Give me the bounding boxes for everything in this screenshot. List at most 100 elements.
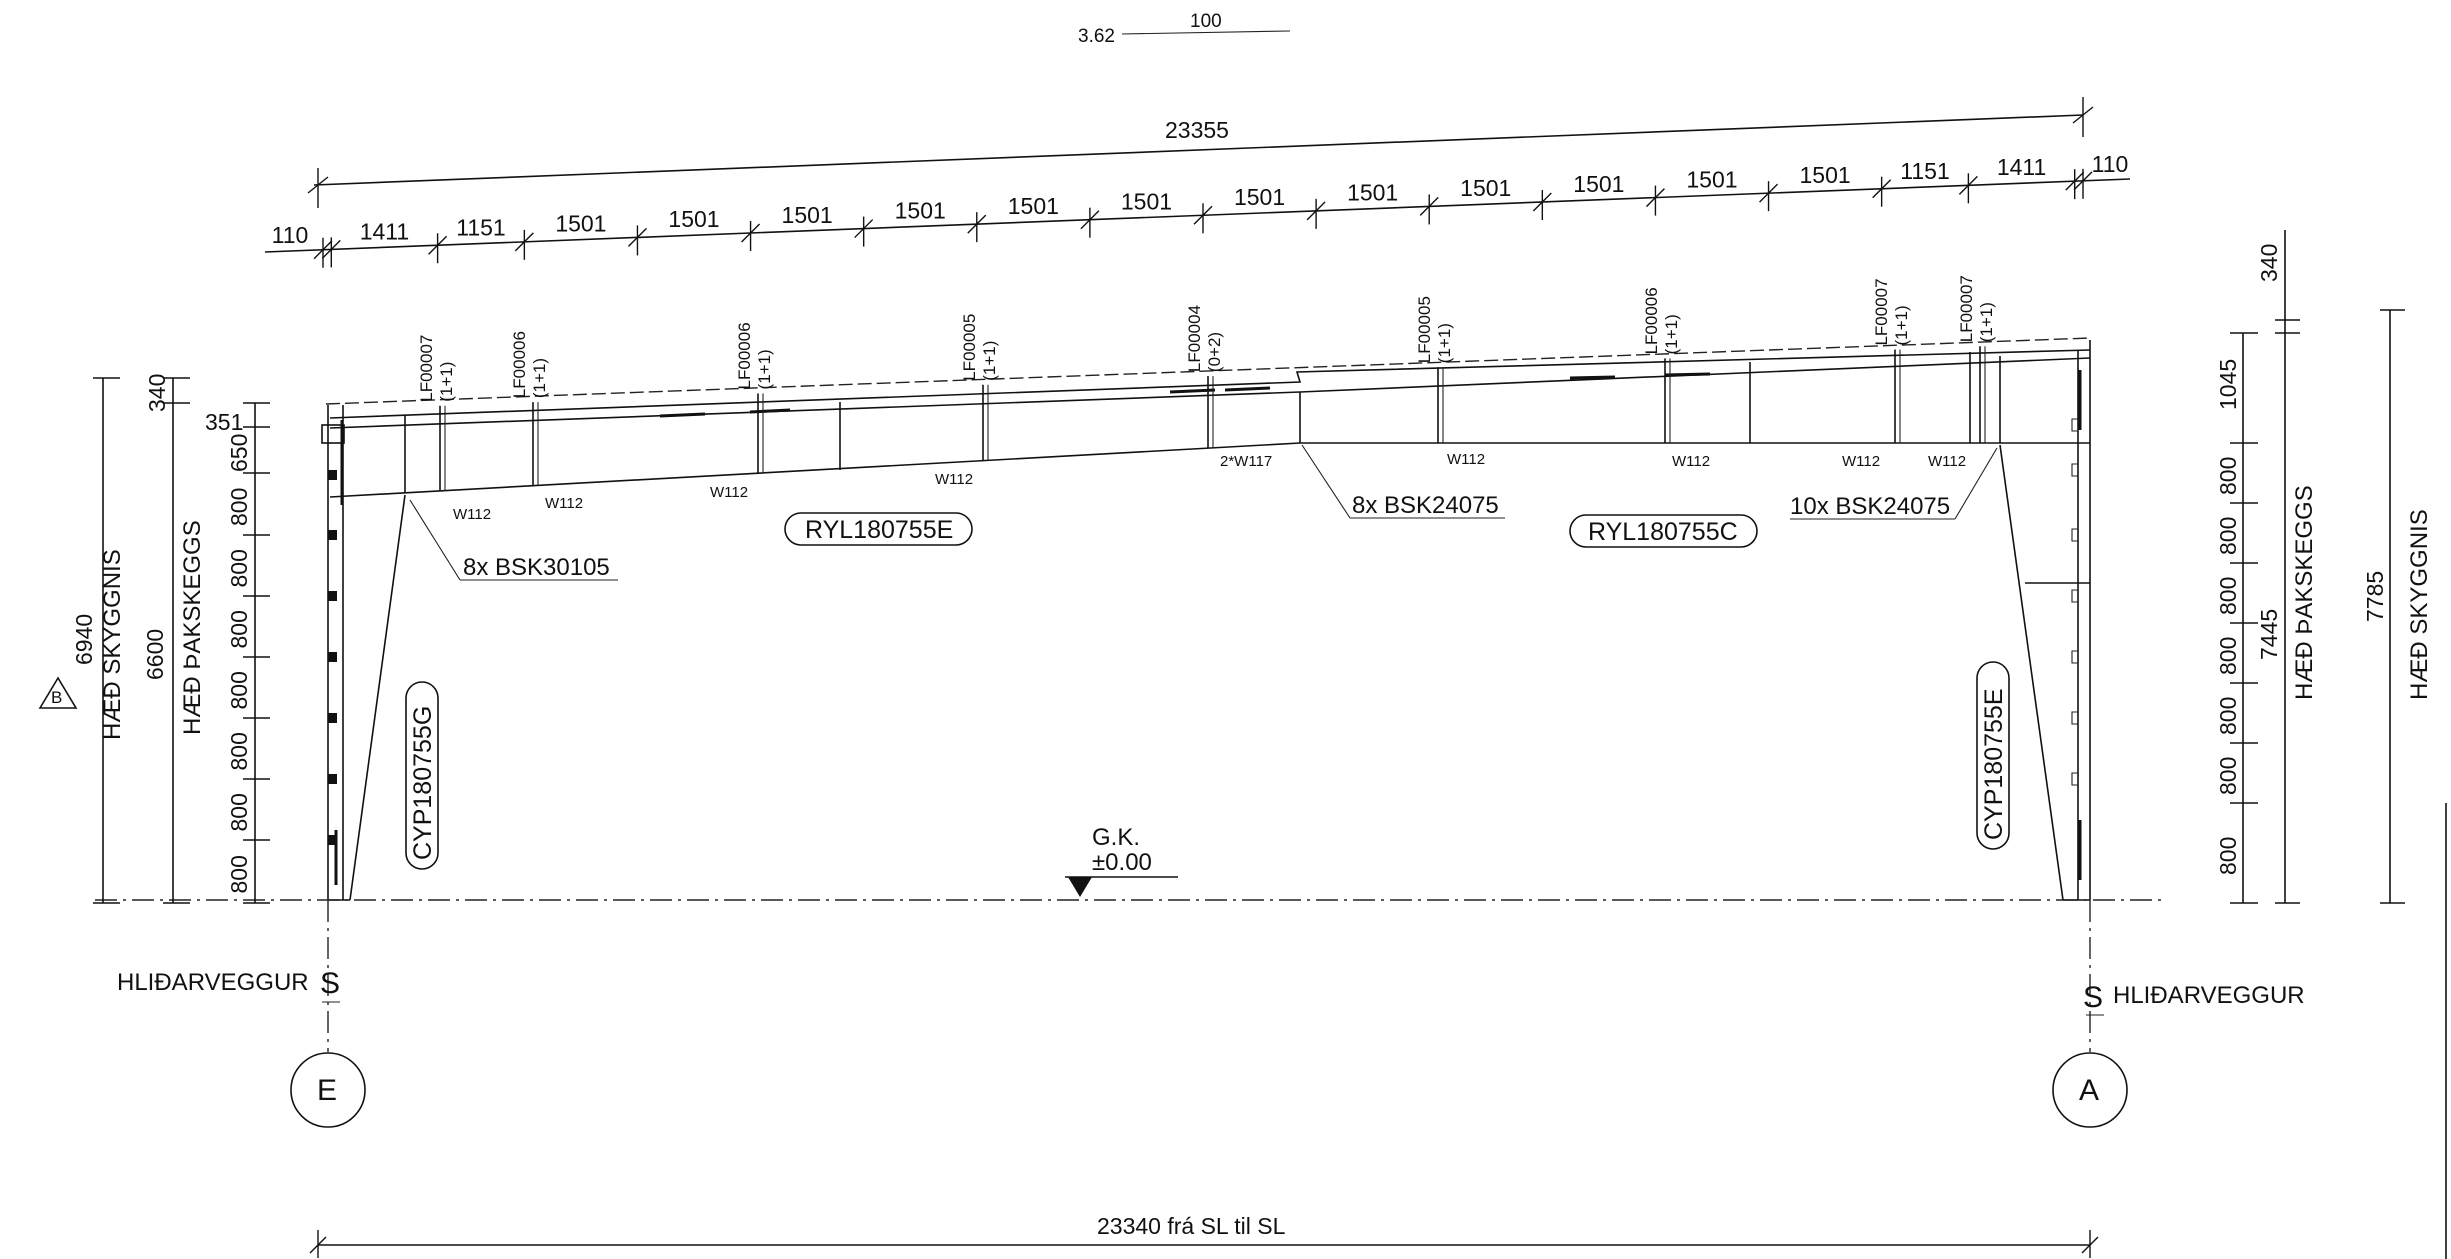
rafter-left-label: RYL180755E [805, 516, 953, 544]
bolt-middle-label: 8x BSK24075 [1352, 492, 1499, 519]
right-chain-value: 800 [2215, 697, 2241, 735]
weld-label: W112 [453, 506, 491, 523]
girt-clip [2071, 772, 2078, 786]
left-skyggnis-label: HÆÐ SKYGGNIS [99, 549, 126, 740]
girt-clip [328, 652, 337, 662]
top-chain-value: 1501 [1573, 171, 1624, 197]
top-chain-value: 1501 [895, 197, 946, 223]
top-chain-value: 1501 [1234, 184, 1285, 210]
girt-clip [328, 591, 337, 601]
right-chain-value: 800 [2215, 517, 2241, 555]
girt-clip [2071, 711, 2078, 725]
rafter-right-label: RYL180755C [1588, 518, 1738, 546]
weld-label: W112 [1672, 453, 1710, 470]
left-chain-value: 351 [205, 409, 243, 435]
right-height-dimensions: 340 7445 HÆÐ ÞAKSKEGGS 7785 HÆÐ SKYGGNIS [2256, 230, 2433, 904]
right-chain-value: 800 [2215, 457, 2241, 495]
top-chain-value: 1501 [1460, 175, 1511, 201]
gridline-right-label: A [2079, 1074, 2099, 1107]
member-mark-column-left: CYP180755G [405, 681, 439, 870]
scale-note-right: 100 [1190, 11, 1222, 32]
member-mark-column-right: CYP180755E [1976, 661, 2010, 850]
bolt-left-label: 8x BSK30105 [463, 554, 610, 581]
gridline-right: A S HLIÐARVEGGUR [2052, 900, 2305, 1128]
ground-level: ±0.00 [1092, 849, 1152, 876]
girt-clip [2071, 528, 2078, 542]
gridline-left: E HLIÐARVEGGUR S [117, 900, 366, 1128]
top-chain-value: 1501 [555, 211, 606, 237]
top-chain-value: 110 [272, 222, 309, 248]
purlin-code: LF00007 [1957, 275, 1976, 342]
purlin-qty: (1+1) [1435, 323, 1454, 363]
top-chain-value: 1411 [360, 218, 409, 244]
girt-clip [328, 835, 337, 845]
purlin-qty: (0+2) [1205, 332, 1224, 372]
left-skyggnis-value: 6940 [71, 614, 97, 665]
weld-label: W112 [710, 484, 748, 501]
weld-label: W112 [935, 471, 973, 488]
bolt-callout-middle: 8x BSK24075 [1301, 444, 1505, 519]
purlin-qty: (1+1) [1892, 305, 1911, 345]
right-top-value: 340 [2256, 244, 2282, 282]
left-chain-value: 800 [226, 793, 252, 831]
member-mark-rafter-right: RYL180755C [1569, 514, 1758, 548]
right-column [1999, 340, 2091, 901]
right-chain-value: 800 [2215, 637, 2241, 675]
purlin-group: LF00007(1+1)LF00006(1+1)LF00006(1+1)LF00… [417, 275, 1996, 491]
right-chain-value: 800 [2215, 757, 2241, 795]
left-chain-value: 650 [226, 434, 252, 472]
span-dimension: 23340 frá SL til SL [309, 1213, 2099, 1258]
top-chain-value: 1501 [1008, 193, 1059, 219]
bolt-callout-left: 8x BSK30105 [409, 499, 618, 581]
scale-note: 3.62 100 [1078, 11, 1291, 47]
top-chain-value: 1501 [1347, 180, 1398, 206]
sl-right-icon: S [2083, 981, 2103, 1014]
overall-dimension: 23355 [307, 97, 2094, 208]
left-chain-value: 800 [226, 610, 252, 648]
ground-label: G.K. [1092, 824, 1140, 851]
purlin-code: LF00004 [1185, 305, 1204, 372]
top-chain-value: 1411 [1997, 154, 2046, 180]
wall-left-label: HLIÐARVEGGUR [117, 969, 309, 996]
purlin-code: LF00007 [417, 335, 436, 402]
top-chain-value: 1151 [1900, 158, 1949, 184]
right-skyggnis-value: 7785 [2362, 571, 2388, 622]
sl-left-icon: S [320, 967, 340, 1000]
girt-clip [2071, 650, 2078, 664]
weld-label: W112 [1928, 453, 1966, 470]
left-thakskeggs-label: HÆÐ ÞAKSKEGGS [179, 520, 206, 735]
right-chain-value: 1045 [2215, 359, 2241, 410]
top-chain-value: 1501 [1121, 188, 1172, 214]
wall-right-label: HLIÐARVEGGUR [2113, 982, 2305, 1009]
purlin-code: LF00006 [510, 331, 529, 398]
top-chain-value: 1501 [668, 206, 719, 232]
girt-clip [328, 530, 337, 540]
top-chain-value: 1501 [782, 202, 833, 228]
weld-label: W112 [545, 495, 583, 512]
left-thakskeggs-value: 6600 [142, 629, 168, 680]
weld-label: 2*W117 [1220, 453, 1272, 470]
left-height-dimensions: 6940 HÆÐ SKYGGNIS B 340 6600 HÆÐ ÞAKSKEG… [38, 374, 206, 904]
right-chain-value: 800 [2215, 837, 2241, 875]
purlin-qty: (1+1) [980, 341, 999, 381]
girt-clip [328, 774, 337, 784]
right-chain-value: 800 [2215, 577, 2241, 615]
purlin-qty: (1+1) [1977, 302, 1996, 342]
roof-eave-line [325, 337, 2091, 405]
weld-label: W112 [1842, 453, 1880, 470]
girt-clip [328, 713, 337, 723]
bolt-right-label: 10x BSK24075 [1790, 493, 1950, 520]
rafter [329, 349, 2091, 498]
left-girts [328, 470, 337, 845]
purlin-code: LF00005 [960, 314, 979, 381]
right-dimension-chain: 1045 800 800 800 800 800 800 800 [2215, 332, 2258, 904]
top-chain-value: 110 [2092, 151, 2129, 177]
gridline-left-label: E [317, 1074, 337, 1107]
overall-dimension-value: 23355 [1165, 117, 1229, 143]
span-dimension-value: 23340 frá SL til SL [1097, 1213, 1286, 1239]
ground-level-marker: G.K. ±0.00 [1065, 824, 1178, 897]
girt-clip [2071, 463, 2078, 477]
column-left-label: CYP180755G [409, 706, 437, 860]
